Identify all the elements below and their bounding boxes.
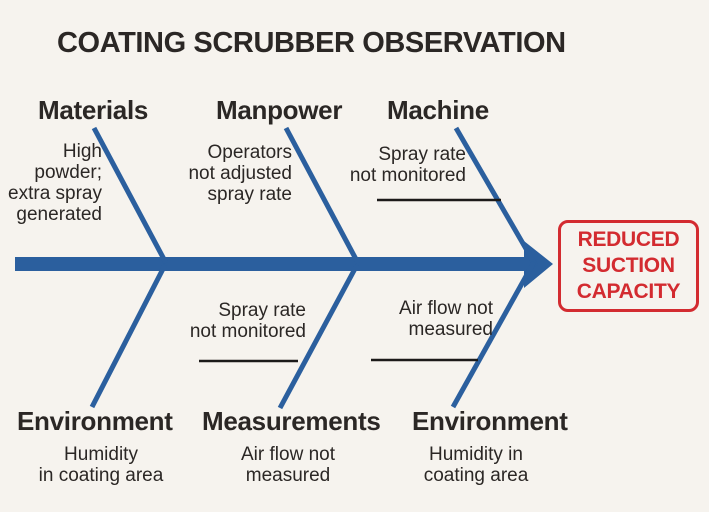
effect-label: REDUCED SUCTION CAPACITY [576,228,681,303]
environment-right-branch-line [450,260,537,409]
manpower-branch-line [283,126,361,265]
effect-box: REDUCED SUCTION CAPACITY [558,220,699,312]
cause-measurements-branch: Spray rate not monitored [189,300,306,342]
machine-branch-line [453,126,539,268]
cause-manpower: Operators not adjusted spray rate [188,142,292,205]
spine-arrow [15,241,553,288]
cause-environment-left-footer: Humidity in coating area [38,444,164,486]
environment-left-branch-line [89,263,168,409]
category-label-materials: Materials [38,95,149,125]
cause-environment-right-branch: Air flow not measured [399,298,493,340]
materials-branch-line [91,126,169,265]
cause-measurements-footer: Air flow not measured [241,444,335,486]
cause-machine: Spray rate not monitored [349,144,466,186]
measurements-branch-line [277,263,360,410]
category-label-machine: Machine [387,95,489,125]
category-label-environment-right: Environment [412,406,568,436]
diagram-title: COATING SCRUBBER OBSERVATION [57,27,566,59]
cause-materials: High powder; extra spray generated [8,141,102,225]
category-label-measurements: Measurements [202,406,381,436]
category-label-manpower: Manpower [216,95,343,125]
cause-environment-right-footer: Humidity in coating area [423,444,529,486]
category-label-environment-left: Environment [17,406,173,436]
